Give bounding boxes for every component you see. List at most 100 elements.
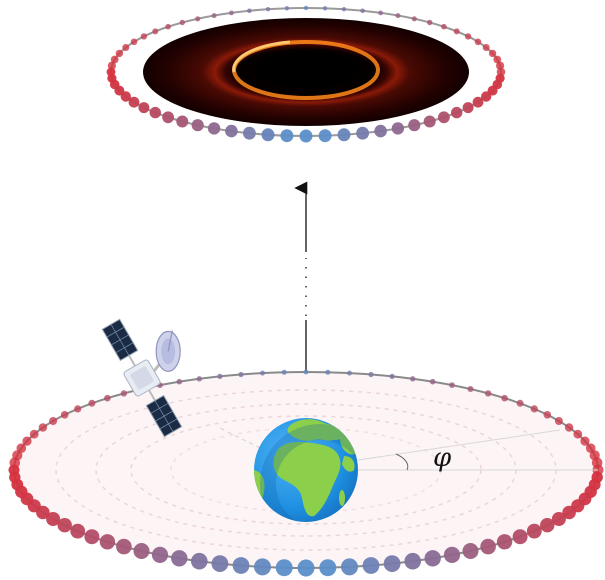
ring-dot [591, 457, 603, 469]
ring-dot [341, 558, 358, 576]
ring-dot [303, 369, 309, 375]
ring-dot [260, 370, 265, 376]
ring-dot [247, 8, 252, 14]
ring-dot [229, 10, 234, 16]
ring-dot [318, 129, 332, 143]
ring-dot [138, 102, 150, 114]
ring-dot [480, 538, 496, 555]
bottom-ring-dots [8, 369, 604, 577]
ring-dot [484, 390, 492, 397]
solar-panel-lower [145, 389, 183, 438]
ring-dot [427, 19, 433, 26]
ring-dot [207, 122, 221, 135]
ring-dot [424, 550, 441, 567]
ring-dot [115, 49, 124, 58]
ring-dot [106, 67, 116, 77]
angle-ray [357, 429, 561, 461]
ring-dot [280, 129, 294, 143]
ring-dot [195, 16, 201, 22]
ring-dot [438, 111, 450, 124]
ring-dot [179, 19, 185, 26]
ring-dot [356, 126, 369, 140]
ring-dot [391, 122, 405, 135]
ring-dot [501, 394, 508, 402]
ring-dot [516, 399, 524, 407]
ring-dot [389, 373, 395, 379]
ring-dot [99, 534, 116, 550]
ring-dot [84, 529, 100, 545]
ring-dot [22, 436, 32, 446]
ring-dot [151, 546, 169, 564]
ring-dot [165, 23, 171, 30]
ring-dot [116, 538, 132, 555]
ring-dot [211, 555, 229, 572]
ring-dot [140, 33, 148, 40]
ring-dot [383, 555, 401, 572]
ring-dot [368, 371, 374, 378]
ring-dot [38, 423, 48, 432]
ring-dot [49, 417, 58, 425]
ring-dot [496, 534, 513, 550]
ring-dot [275, 559, 293, 577]
ring-dot [362, 557, 380, 574]
ring-dot [408, 119, 421, 132]
ring-dot [196, 376, 202, 382]
ring-dot [564, 423, 574, 432]
ring-dot [481, 91, 492, 102]
ring-dot [472, 96, 484, 108]
ring-dot [120, 91, 131, 102]
ring-dot [573, 429, 583, 439]
ring-dot [526, 523, 542, 539]
ring-dot [395, 13, 401, 19]
ring-dot [347, 370, 352, 376]
ring-dot [325, 369, 331, 375]
ring-dot [162, 111, 175, 124]
ring-dot [322, 6, 328, 11]
satellite-with-dish [101, 318, 183, 438]
ring-dot [133, 543, 150, 559]
top-ring-dots [106, 5, 506, 143]
ring-dot [281, 369, 287, 375]
angle-arc [395, 453, 409, 471]
ring-dot [149, 106, 161, 119]
satellite-dish [152, 330, 181, 372]
ring-dot [238, 371, 244, 378]
ring-dot [110, 55, 119, 64]
photon-ring-bright-arc [232, 40, 291, 73]
ring-dot [191, 119, 204, 132]
ring-dot [243, 126, 256, 140]
ring-dot [128, 96, 140, 108]
ring-dot [453, 28, 460, 35]
ring-dot [57, 518, 72, 533]
ring-dot [176, 378, 183, 385]
ring-dot [122, 44, 130, 51]
ring-dot [441, 23, 447, 30]
ring-dot [411, 16, 417, 22]
ring-dot [540, 518, 555, 533]
ring-dot [451, 106, 463, 119]
ring-dot [512, 529, 528, 545]
ring-dot [404, 552, 422, 570]
ring-dot [130, 38, 138, 46]
ring-dot [423, 115, 436, 128]
ring-dot [107, 61, 116, 70]
ring-dot [152, 28, 159, 35]
ring-dot [29, 429, 39, 439]
ring-dot [543, 411, 552, 419]
ring-dot [232, 557, 250, 574]
ring-dot [341, 7, 347, 12]
ring-dot [464, 33, 472, 40]
ring-dot [299, 129, 313, 143]
ring-dot [120, 390, 128, 397]
ring-dot [46, 512, 61, 526]
ring-dot [12, 450, 23, 461]
ring-dot [551, 512, 566, 526]
ring-dot [462, 543, 479, 559]
ring-dot [482, 44, 490, 51]
solar-panel-upper [101, 318, 139, 367]
black-hole-group [106, 5, 506, 143]
ring-dot [176, 115, 189, 128]
ring-dot [16, 443, 27, 454]
ring-dot [60, 411, 69, 419]
